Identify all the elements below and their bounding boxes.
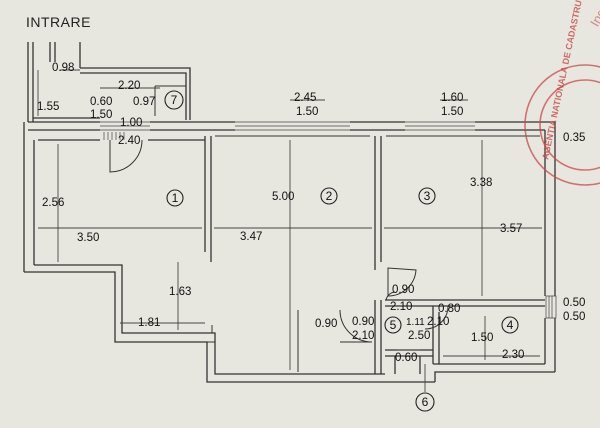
- dimension-lines: [37, 69, 542, 392]
- dimension-label: 1.50: [441, 106, 464, 118]
- entrance-label: INTRARE: [26, 14, 91, 30]
- dimension-label: 0.60: [90, 96, 113, 108]
- dimension-label: 0.90: [352, 316, 375, 328]
- dimension-label: 2.20: [118, 80, 141, 92]
- dimension-label: 1.60: [441, 92, 464, 104]
- dimension-label: 1.50: [471, 332, 494, 344]
- dimension-label: 2.30: [502, 349, 525, 361]
- dimension-label: 3.57: [500, 223, 523, 235]
- official-stamp: AGENTIA NATIONALA DE CADASTRU: [524, 0, 600, 186]
- room-7-number: 7: [171, 93, 178, 107]
- dimension-label: 1.81: [138, 317, 161, 329]
- room-7-box: [154, 85, 186, 116]
- dimension-label: 0.60: [395, 352, 418, 364]
- room-1-number: 1: [172, 191, 179, 205]
- entrance-walls: [27, 42, 191, 122]
- dimension-label: 1.50: [296, 106, 319, 118]
- room-5-marker: [384, 316, 402, 334]
- room-4-number: 4: [507, 318, 514, 332]
- windows: [100, 121, 557, 319]
- dimension-label: 2.10: [427, 316, 450, 328]
- room-3-marker: [418, 187, 436, 205]
- dimension-label: 0.50: [563, 297, 586, 309]
- dimension-label: 2.50: [408, 330, 431, 342]
- dimension-label: 2.56: [42, 197, 65, 209]
- dimension-label: 1.55: [37, 101, 60, 113]
- doors: [109, 139, 449, 343]
- dimension-label: 1.63: [169, 286, 192, 298]
- dimension-label: 0.50: [563, 311, 586, 323]
- dimension-label: 0.90: [392, 284, 415, 296]
- dimension-label: 0.97: [133, 96, 156, 108]
- dimension-label: 2.40: [118, 135, 141, 147]
- outer-walls: [23, 121, 556, 383]
- dimension-label: 2.45: [294, 92, 317, 104]
- dimension-label: 0.80: [438, 303, 461, 315]
- dimension-label: 1.11: [406, 317, 425, 328]
- dimension-label: 0.35: [563, 132, 586, 144]
- room-2-marker: [320, 187, 338, 205]
- dimension-label: 2.10: [390, 301, 413, 313]
- room-5-number: 5: [390, 318, 397, 332]
- dimension-label: 3.47: [240, 231, 263, 243]
- room-3-number: 3: [424, 189, 431, 203]
- room-4-marker: [501, 316, 519, 334]
- room-6-marker: [415, 392, 435, 412]
- dimension-label: 0.90: [315, 318, 338, 330]
- room-markers: 7 1 2 3 4 5 6: [164, 90, 519, 412]
- room-6-number: 6: [422, 395, 429, 409]
- dimension-label: 0.98: [52, 62, 75, 74]
- dimension-label: 1.50: [90, 109, 113, 121]
- room-7-marker: [164, 90, 184, 110]
- room-2-number: 2: [326, 189, 333, 203]
- dimension-label: 2.10: [352, 330, 375, 342]
- room-1-marker: [166, 189, 184, 207]
- dimension-label: 1.00: [120, 117, 143, 129]
- dimension-label: 3.50: [77, 232, 100, 244]
- dimension-label: 5.00: [272, 191, 295, 203]
- dimension-label: 3.38: [470, 177, 493, 189]
